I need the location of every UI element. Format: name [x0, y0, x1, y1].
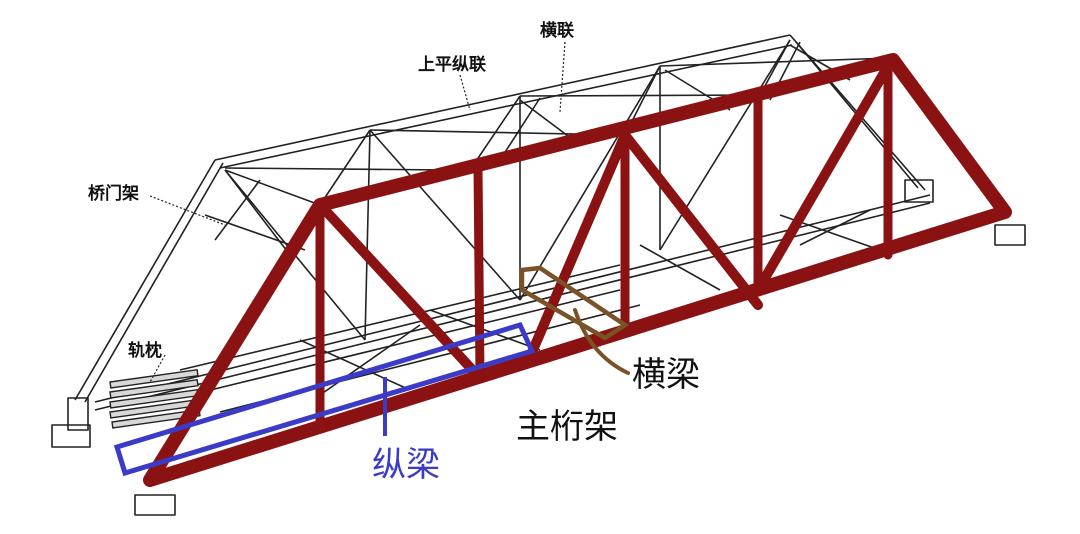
sway-bracing-leader — [559, 41, 566, 113]
bearing-far-right — [904, 179, 934, 203]
portal-brace-3 — [224, 169, 291, 256]
bearing-far-left — [51, 424, 91, 448]
portal-frame-leader — [149, 195, 226, 226]
deck-line-1 — [179, 264, 621, 371]
main-truss-diagonal-1 — [320, 205, 483, 381]
far-diagonal-2 — [369, 129, 521, 301]
label-top-lateral-bracing: 上平纵联 — [418, 54, 486, 75]
main-truss-outline — [143, 53, 1012, 487]
main-truss-vertical-2 — [473, 163, 485, 381]
far-left-end-post-inner — [84, 162, 224, 403]
deck-brace-4 — [639, 244, 721, 291]
main-truss-diagonal-4 — [753, 61, 893, 295]
label-rail-sleeper: 轨枕 — [128, 340, 162, 361]
floor-beam-box — [519, 265, 630, 341]
callout-lines — [149, 41, 566, 383]
floor-beam-leader — [573, 308, 630, 375]
far-top-chord — [214, 34, 791, 161]
top-lateral-7 — [659, 57, 891, 67]
bearing-near-left — [134, 494, 176, 516]
stringer-box — [113, 321, 536, 477]
sway-brace-2 — [499, 97, 541, 161]
far-diagonal-4 — [659, 39, 791, 251]
main-truss-diagonal-3 — [620, 130, 763, 310]
far-left-end-post — [74, 159, 216, 401]
portal-brace-1 — [224, 169, 321, 206]
floor-beam-highlight — [519, 265, 630, 375]
sleeper-1 — [109, 368, 199, 389]
top-lateral-2 — [319, 129, 371, 206]
top-lateral-4 — [469, 95, 521, 171]
top-lateral-5 — [519, 94, 761, 97]
rail-sleeper-leader — [149, 354, 166, 383]
main-truss-diagonal-2 — [525, 130, 630, 362]
label-stringer: 纵梁 — [372, 445, 440, 485]
stringer-highlight — [113, 321, 536, 477]
far-diagonal-3 — [519, 65, 661, 301]
label-main-truss: 主桁架 — [516, 407, 618, 447]
line-art-structure — [51, 34, 1026, 516]
label-floor-beam: 横梁 — [632, 355, 700, 395]
bearing-left-block — [67, 397, 89, 431]
label-sway-bracing: 横联 — [540, 20, 574, 41]
portal-brace-4 — [214, 179, 261, 241]
deck-brace-3 — [429, 309, 541, 351]
sleeper-2 — [109, 378, 199, 399]
deck-brace-2 — [319, 324, 421, 396]
deck-brace-6 — [799, 209, 871, 246]
label-portal-frame: 桥门架 — [88, 183, 139, 204]
far-vertical-1 — [364, 129, 371, 341]
main-truss-overlay — [143, 53, 1012, 487]
bearing-near-right — [994, 224, 1026, 246]
top-lateral-1 — [224, 167, 451, 171]
